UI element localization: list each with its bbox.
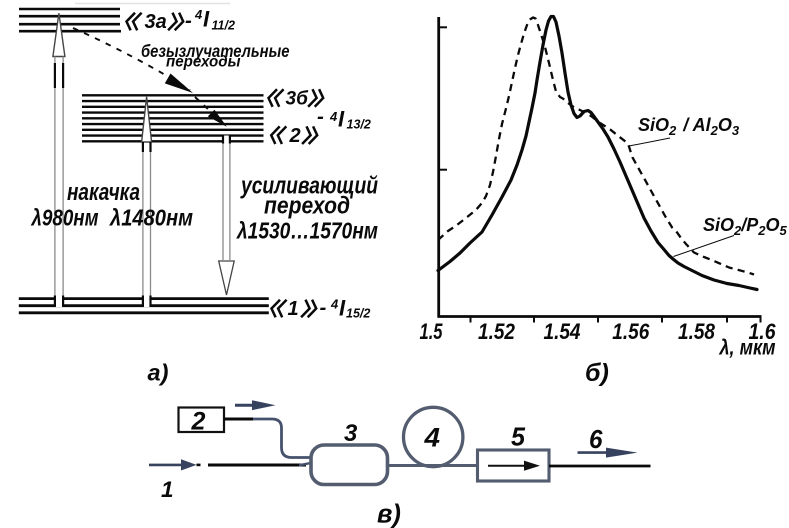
svg-text:1.52: 1.52 [478, 319, 515, 344]
svg-text:-: - [320, 296, 327, 319]
svg-text:1.58: 1.58 [678, 319, 715, 344]
svg-text:а): а) [148, 360, 169, 386]
svg-text:-: - [185, 9, 192, 32]
svg-text:накачка: накачка [67, 179, 140, 206]
svg-text:б): б) [585, 359, 609, 387]
svg-text:1: 1 [161, 477, 174, 502]
svg-text:λ, мкм: λ, мкм [719, 337, 776, 360]
svg-text:SiO2 / Al2O3: SiO2 / Al2O3 [638, 115, 740, 138]
svg-text:15/2: 15/2 [346, 307, 370, 321]
svg-text:λ980нм: λ980нм [30, 205, 99, 231]
svg-text:λ1480нм: λ1480нм [108, 205, 193, 231]
svg-text:13/2: 13/2 [347, 118, 371, 132]
svg-text:SiO2/P2O5: SiO2/P2O5 [703, 215, 788, 238]
svg-text:1.6: 1.6 [749, 319, 776, 344]
svg-text:-: - [317, 105, 324, 128]
svg-text:2: 2 [289, 125, 301, 147]
svg-text:в): в) [377, 501, 401, 528]
svg-text:6: 6 [589, 424, 603, 454]
svg-text:усиливающий: усиливающий [240, 173, 378, 200]
svg-text:I: I [203, 7, 210, 32]
svg-text:3б: 3б [286, 89, 310, 110]
svg-text:1: 1 [288, 298, 299, 320]
svg-text:безызлучательные: безызлучательные [141, 41, 290, 61]
svg-text:1.5: 1.5 [420, 319, 443, 344]
svg-text:I: I [338, 107, 345, 132]
svg-text:переход: переход [264, 193, 350, 220]
svg-text:4: 4 [423, 423, 440, 453]
svg-text:5: 5 [511, 422, 526, 452]
svg-text:λ1530…1570нм: λ1530…1570нм [235, 218, 378, 244]
svg-text:4: 4 [330, 297, 339, 312]
svg-text:2: 2 [191, 408, 206, 436]
svg-text:3a: 3a [145, 11, 167, 33]
svg-text:переходы: переходы [166, 54, 241, 71]
svg-text:3: 3 [344, 420, 358, 447]
svg-text:1.54: 1.54 [544, 319, 581, 344]
svg-text:11/2: 11/2 [212, 19, 235, 33]
svg-text:4: 4 [329, 109, 338, 124]
svg-text:4: 4 [194, 7, 203, 22]
svg-text:1.56: 1.56 [612, 319, 649, 344]
svg-text:I: I [339, 296, 346, 321]
